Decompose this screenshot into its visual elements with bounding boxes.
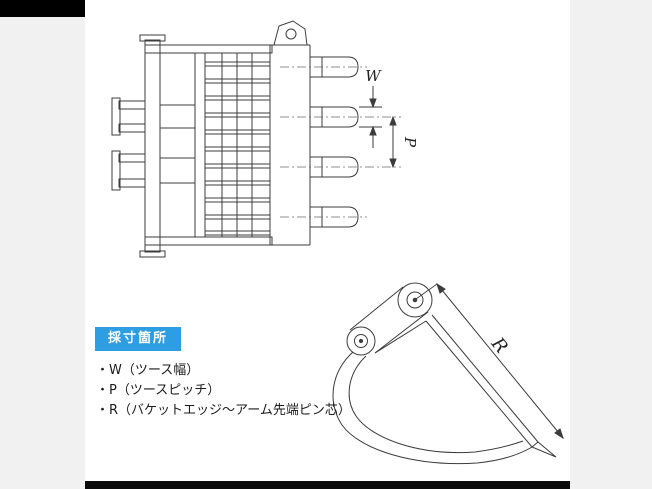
bucket-top-edge-outer [431, 314, 539, 443]
lifting-eye-hole [285, 28, 297, 40]
grid-slats [205, 61, 270, 236]
dimension-p: P [389, 115, 419, 169]
measurement-points-badge: 採寸箇所 [95, 327, 182, 351]
w-arrow-down [369, 98, 377, 109]
link-pin-center [358, 338, 364, 344]
arm-pin-inner [406, 291, 424, 309]
upper-pin-bracket [111, 97, 146, 136]
p-arrow-up [389, 115, 397, 126]
arm-pin-outer [397, 282, 433, 318]
w-arrow-up [369, 125, 377, 136]
inner-plate [194, 53, 206, 237]
lifting-eye [273, 20, 308, 46]
r-dim-line [436, 283, 564, 439]
bottom-plate [144, 236, 273, 246]
r-arrow-start [436, 282, 446, 294]
left-flange-bottom-cap [139, 250, 166, 258]
dimension-r: R [415, 282, 564, 440]
dim-w-label: W [365, 67, 382, 85]
bracket-web-lines [160, 104, 195, 184]
bucket-back-inner [348, 355, 524, 454]
dim-p-label: P [401, 136, 419, 148]
p-arrow-down [389, 158, 397, 169]
r-arrow-end [554, 428, 564, 440]
left-flange-top-cap [139, 34, 166, 42]
bucket-diagrams: W P [111, 20, 564, 465]
letterbox-bottom [85, 481, 570, 489]
link-pin-outer [346, 326, 376, 356]
teeth [309, 56, 359, 228]
left-flange [144, 39, 161, 253]
cutting-edge-tip [531, 441, 557, 458]
dimension-w: W [359, 67, 382, 148]
legend-item-p: ・P（ツースピッチ） [96, 383, 221, 398]
teeth-centerlines [280, 66, 401, 218]
bucket-back-outer [332, 351, 533, 465]
dim-r-label: R [486, 333, 511, 358]
legend-item-r: ・R（バケットエッジ～アーム先端ピン芯） [96, 403, 351, 418]
letterbox-corner [0, 0, 85, 17]
bracket-lower-edge [374, 311, 429, 354]
side-view-bucket [332, 282, 557, 465]
arm-pin-center [412, 297, 418, 303]
bucket-top-edge-inner [425, 320, 533, 448]
front-view-skeleton-bucket [111, 20, 401, 258]
lower-pin-bracket [111, 150, 146, 191]
r-extension-from-pin [415, 283, 438, 300]
measurement-legend: ・W（ツース幅） ・P（ツースピッチ） ・R（バケットエッジ～アーム先端ピン芯） [96, 361, 351, 421]
legend-item-w: ・W（ツース幅） [96, 363, 200, 378]
top-plate [144, 44, 273, 54]
bracket-upper-edge [349, 286, 404, 331]
link-pin-inner [354, 334, 368, 348]
edge-plates [269, 44, 311, 246]
bucket-mouth-edge [374, 320, 427, 354]
grid-verticals [221, 53, 253, 237]
diagram-image: W P [85, 0, 570, 481]
